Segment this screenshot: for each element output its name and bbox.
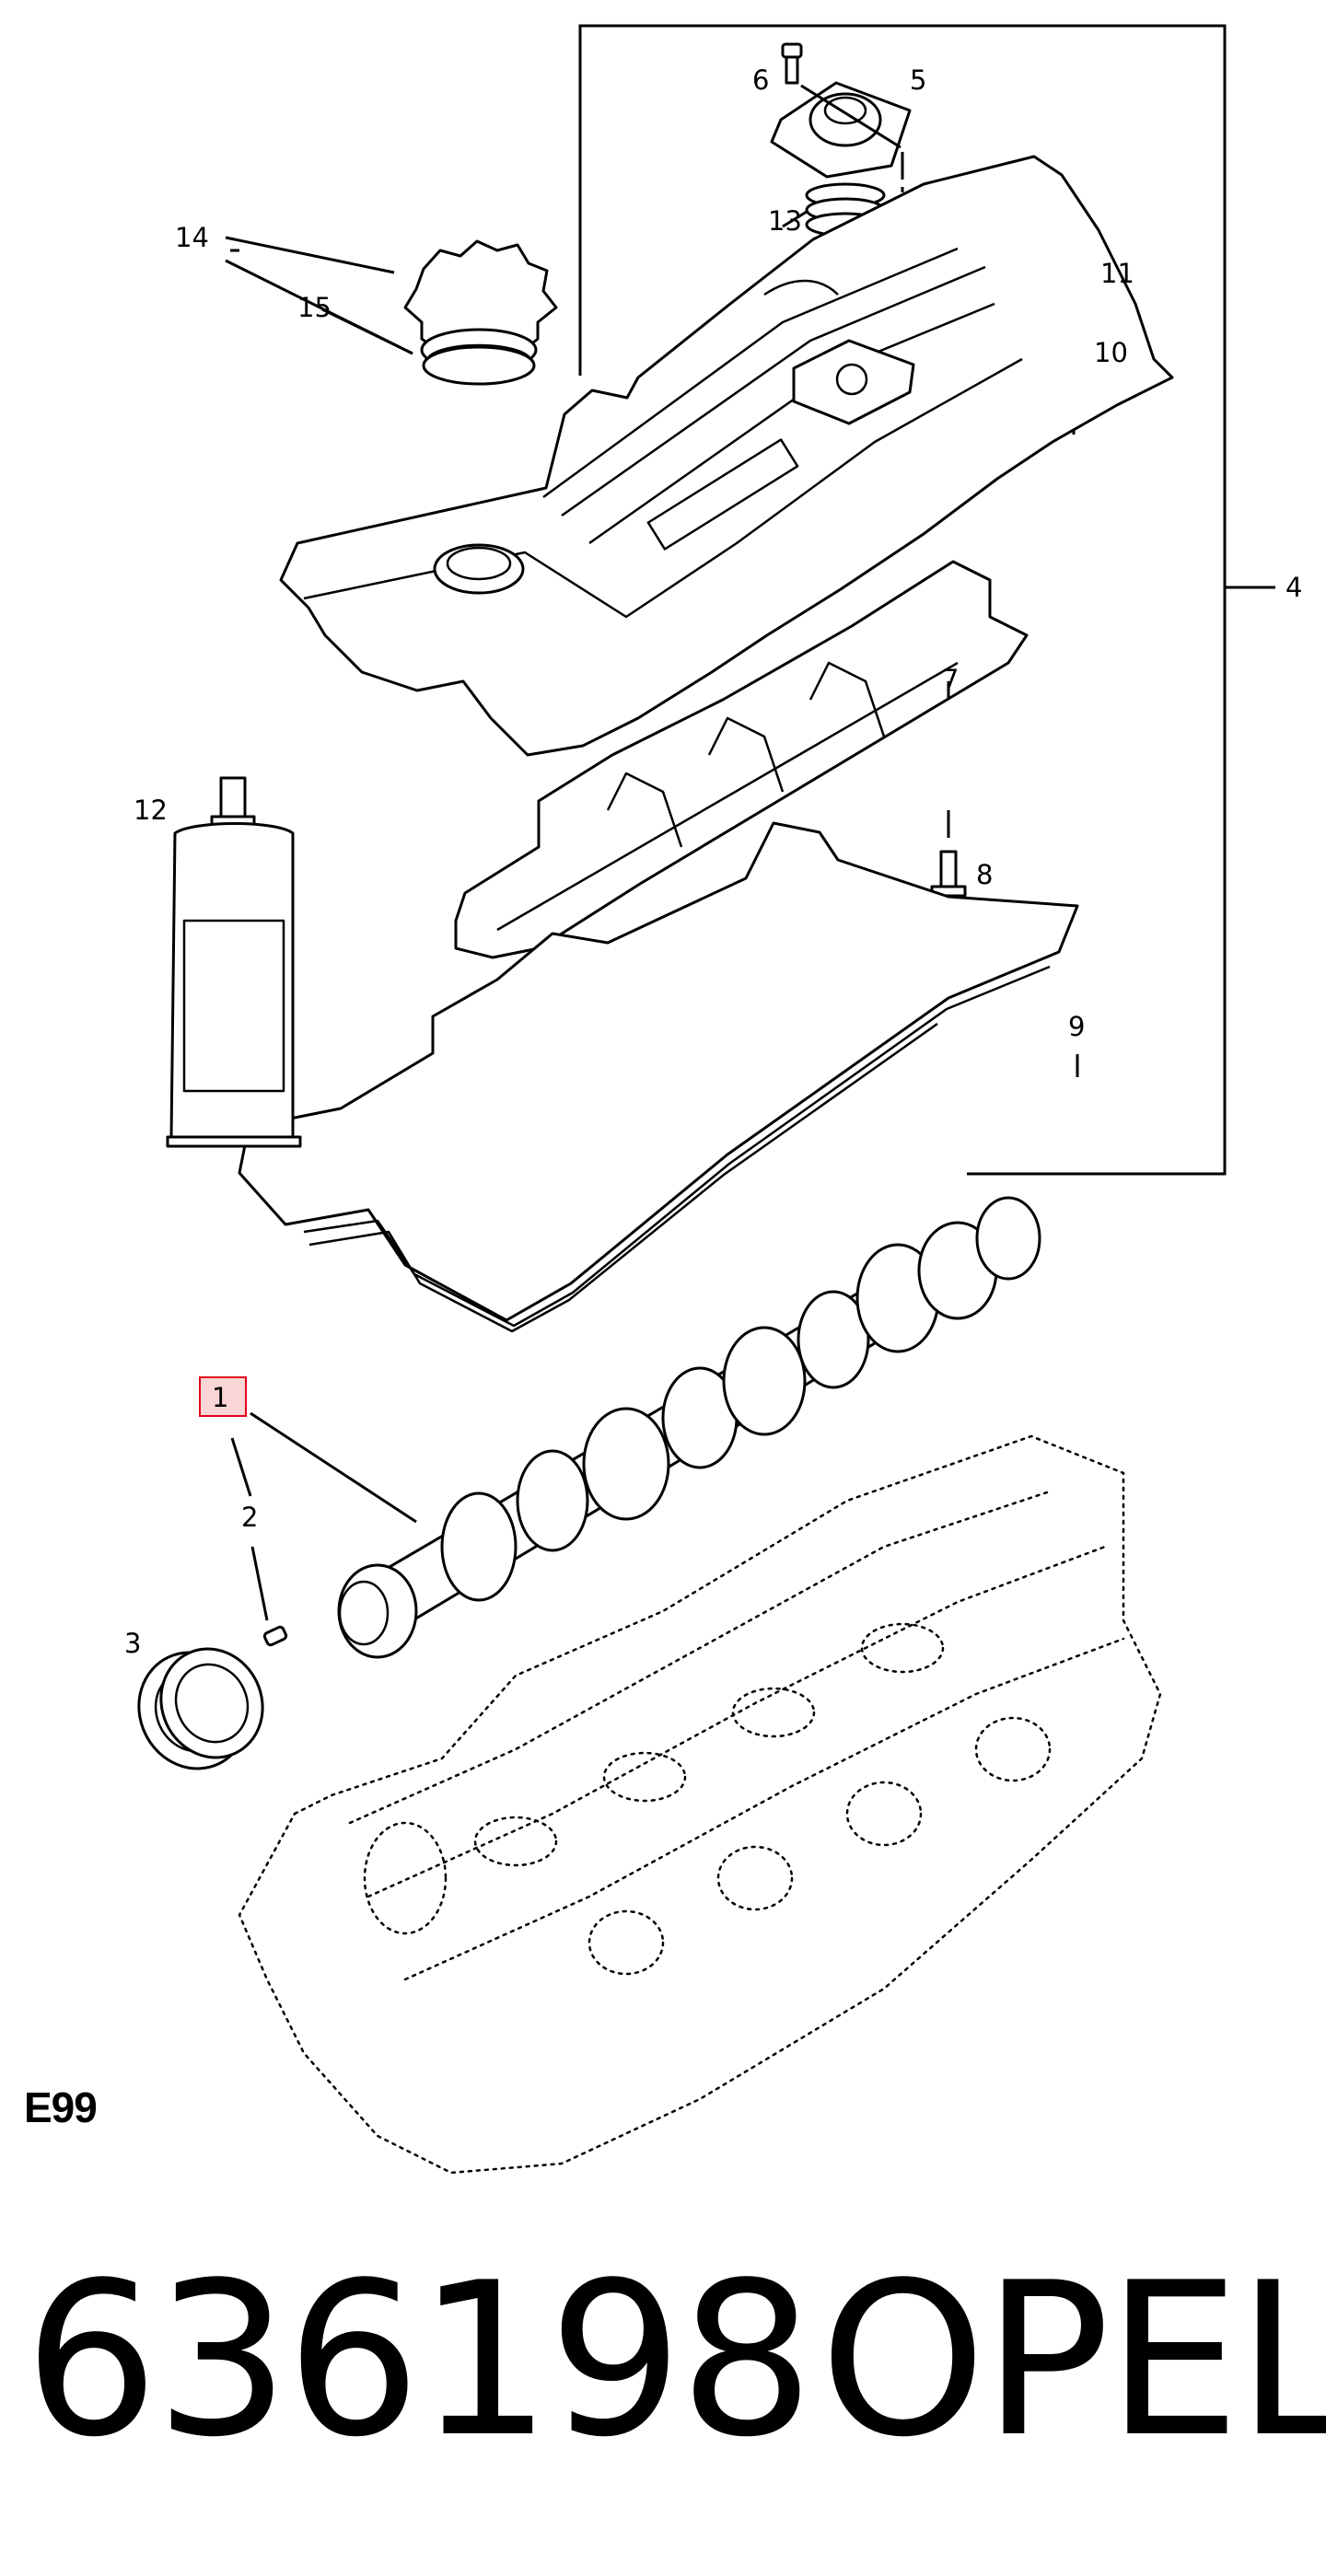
- callout-5[interactable]: 5: [910, 64, 926, 96]
- callout-8[interactable]: 8: [976, 859, 993, 890]
- group-4-bracket: [578, 24, 1275, 1176]
- callout-11[interactable]: 11: [1100, 258, 1134, 289]
- callout-3[interactable]: 3: [124, 1628, 141, 1659]
- callout-1[interactable]: 1: [212, 1382, 228, 1413]
- sealant-tube: [166, 776, 302, 1148]
- oil-filler-cap: [403, 239, 558, 386]
- camshaft-seal: [137, 1647, 264, 1770]
- callout-12[interactable]: 12: [134, 795, 168, 826]
- dowel-pin: [262, 1625, 288, 1647]
- cylinder-head-outline: [238, 1434, 1162, 2175]
- callout-7[interactable]: 7: [942, 664, 959, 695]
- callout-2[interactable]: 2: [241, 1502, 258, 1533]
- callout-13[interactable]: 13: [768, 205, 802, 237]
- callout-9[interactable]: 9: [1068, 1011, 1085, 1042]
- cylinder-head-cover: [279, 155, 1174, 757]
- brand-name: OPEL: [820, 2238, 1326, 2484]
- leader-lines: [225, 84, 1079, 1621]
- callout-15[interactable]: 15: [297, 292, 332, 323]
- part-number: 636198: [24, 2238, 814, 2484]
- baffle-bolt: [930, 810, 967, 898]
- callout-6[interactable]: 6: [752, 64, 769, 96]
- callout-labels: 1 2 3 4 5 6 7 8 9 10 11 12 13 14 15: [124, 64, 1302, 1659]
- callout-1-highlight: [199, 1376, 247, 1417]
- callout-4[interactable]: 4: [1285, 572, 1302, 603]
- callout-14[interactable]: 14: [175, 222, 209, 253]
- cover-gasket: [238, 821, 1079, 1333]
- camshaft: [337, 1196, 1041, 1659]
- callout-10[interactable]: 10: [1094, 337, 1128, 368]
- exploded-parts-diagram: 1 2 3 4 5 6 7 8 9 10 11 12 13 14 15: [124, 24, 1302, 2175]
- diagram-code: E99: [24, 2083, 98, 2131]
